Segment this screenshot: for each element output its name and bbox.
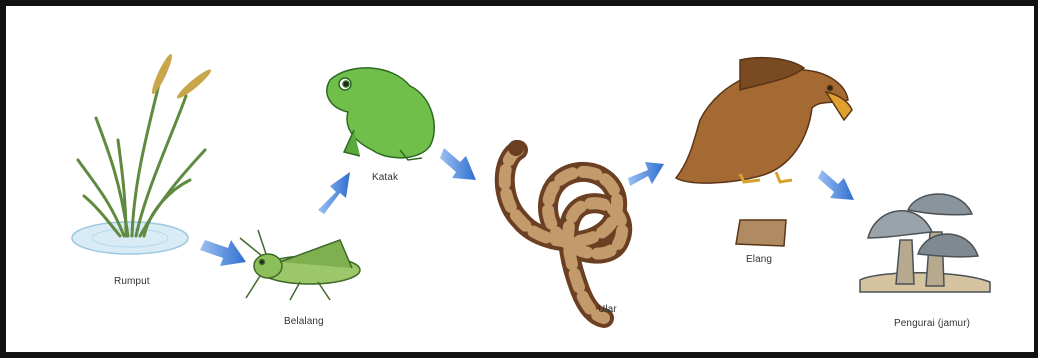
mushroom-illustration — [860, 194, 990, 292]
grass-illustration — [72, 52, 213, 254]
arrow-eagle-to-decomposer — [818, 170, 854, 200]
frog-illustration — [327, 68, 434, 160]
snake-illustration — [505, 140, 622, 318]
label-elang: Elang — [746, 254, 772, 265]
arrow-snake-to-eagle — [628, 162, 664, 186]
label-katak: Katak — [372, 172, 398, 183]
label-rumput: Rumput — [114, 276, 150, 287]
arrow-grasshopper-to-frog — [318, 172, 350, 214]
label-ular: Ular — [598, 304, 617, 315]
grasshopper-illustration — [240, 230, 360, 300]
eagle-illustration — [676, 58, 852, 246]
label-belalang: Belalang — [284, 316, 324, 327]
label-pengurai: Pengurai (jamur) — [894, 318, 970, 329]
arrow-grass-to-grasshopper — [200, 240, 246, 266]
arrow-frog-to-snake — [440, 148, 476, 180]
